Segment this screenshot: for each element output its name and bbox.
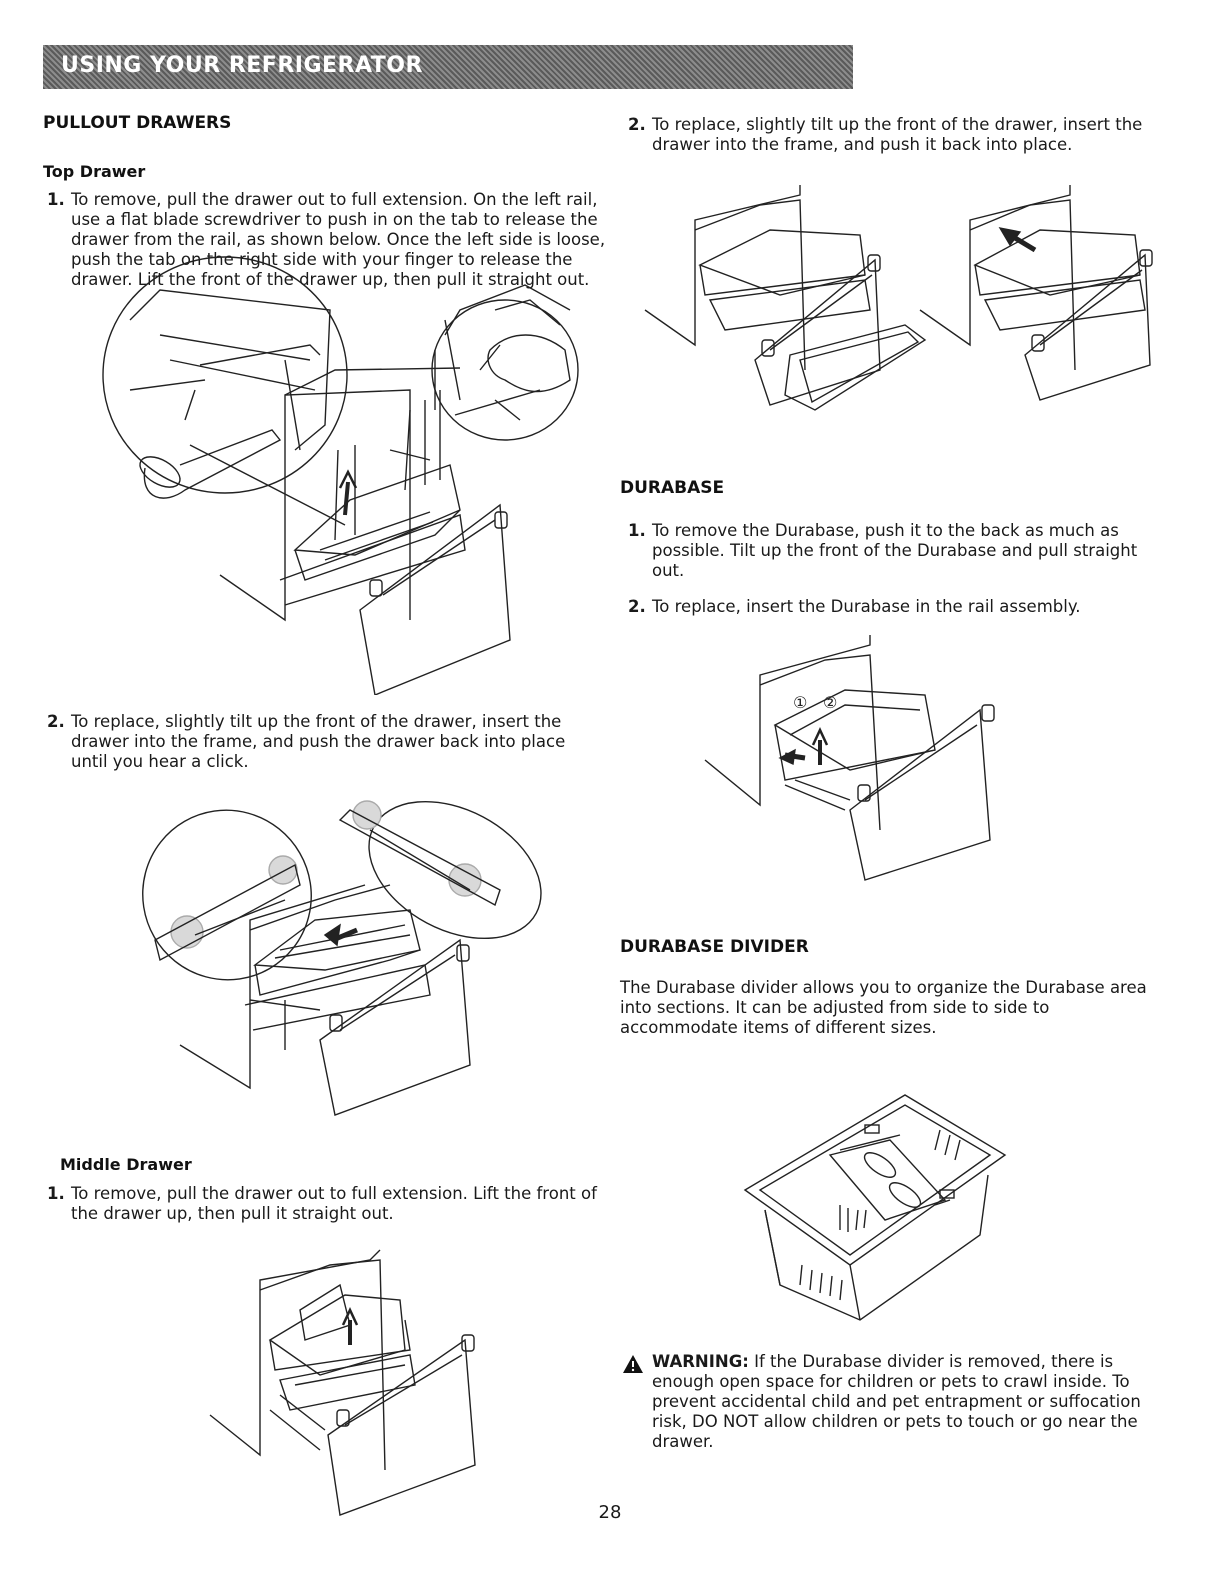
step-text: To replace, slightly tilt up the front o…: [652, 115, 1143, 154]
callout-2: ②: [823, 693, 837, 712]
step-text: To remove, pull the drawer out to full e…: [71, 1184, 597, 1223]
callout-1: ①: [793, 693, 807, 712]
top-drawer-replacement-figure: [142, 800, 542, 1116]
warning-text: If the Durabase divider is removed, ther…: [652, 1352, 1141, 1451]
middle-drawer-replacement-figure: [644, 185, 1153, 411]
durabase-step-2: 2. To replace, insert the Durabase in th…: [628, 597, 1168, 617]
top-drawer-removal-figure: [102, 256, 579, 695]
step-number: 2.: [628, 115, 646, 134]
warning-label: WARNING:: [652, 1352, 749, 1371]
durabase-divider-figure: [743, 1094, 1007, 1321]
top-drawer-step-2: 2. To replace, slightly tilt up the fron…: [47, 712, 607, 772]
pullout-drawers-heading: PULLOUT DRAWERS: [43, 113, 232, 133]
middle-drawer-removal-figure: [209, 1249, 476, 1516]
durabase-removal-figure: ① ②: [704, 635, 995, 881]
step-number: 2.: [628, 597, 646, 616]
durabase-step-1: 1. To remove the Durabase, push it to th…: [628, 521, 1168, 581]
middle-drawer-step-2: 2. To replace, slightly tilt up the fron…: [628, 115, 1168, 155]
middle-drawer-heading: Middle Drawer: [60, 1155, 192, 1174]
banner-title: USING YOUR REFRIGERATOR: [61, 53, 423, 78]
durabase-heading: DURABASE: [620, 478, 725, 498]
section-banner: USING YOUR REFRIGERATOR: [43, 45, 853, 89]
step-number: 1.: [628, 521, 646, 540]
top-drawer-step-1: 1. To remove, pull the drawer out to ful…: [47, 190, 607, 290]
step-text: To remove the Durabase, push it to the b…: [652, 521, 1138, 580]
page-number: 28: [598, 1502, 622, 1523]
warning-block: WARNING: If the Durabase divider is remo…: [622, 1352, 1172, 1452]
top-drawer-heading: Top Drawer: [43, 162, 146, 181]
warning-triangle-icon: [623, 1355, 643, 1373]
step-number: 1.: [47, 190, 65, 209]
durabase-divider-text: The Durabase divider allows you to organ…: [620, 978, 1147, 1037]
step-number: 1.: [47, 1184, 65, 1203]
step-text: To replace, slightly tilt up the front o…: [71, 712, 566, 771]
step-text: To remove, pull the drawer out to full e…: [71, 190, 606, 289]
step-number: 2.: [47, 712, 65, 731]
durabase-divider-heading: DURABASE DIVIDER: [620, 937, 809, 957]
middle-drawer-step-1: 1. To remove, pull the drawer out to ful…: [47, 1184, 607, 1224]
step-text: To replace, insert the Durabase in the r…: [652, 597, 1081, 616]
